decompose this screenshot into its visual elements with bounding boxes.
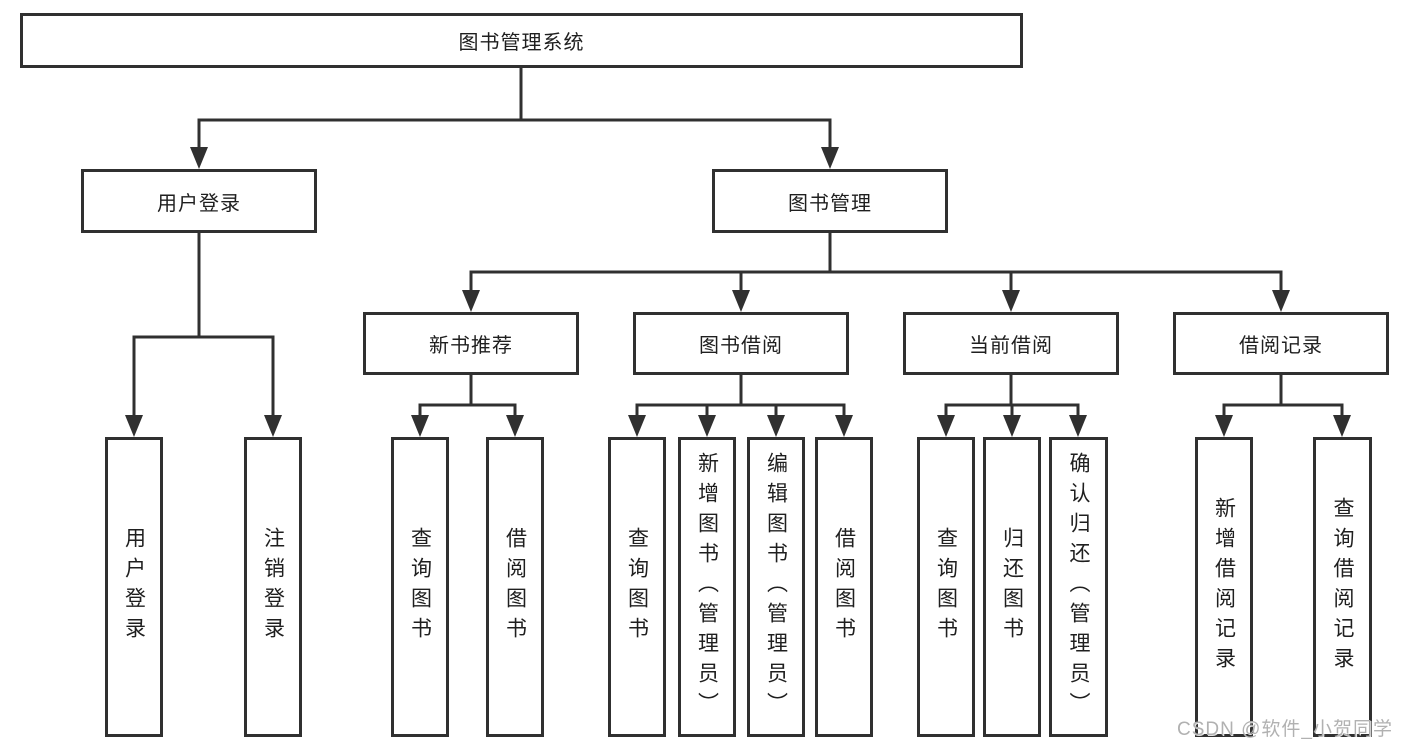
node-new-book-rec: 新书推荐 <box>363 312 579 375</box>
node-add-book-label: 新增图书（管理员） <box>695 452 719 722</box>
node-root: 图书管理系统 <box>20 13 1023 68</box>
arrowhead-down-icon <box>1215 415 1233 437</box>
arrowhead-down-icon <box>462 290 480 312</box>
edge-user-login-to-children <box>132 233 275 417</box>
arrowhead-down-icon <box>1002 290 1020 312</box>
node-current-borrow-label: 当前借阅 <box>969 335 1053 357</box>
arrowhead-down-icon <box>506 415 524 437</box>
node-current-query-book: 查询图书 <box>917 437 975 737</box>
node-current-borrow: 当前借阅 <box>903 312 1119 375</box>
arrowhead-down-icon <box>1003 415 1021 437</box>
node-logout-label: 注销登录 <box>261 527 285 647</box>
node-borrow-borrow-book-label: 借阅图书 <box>832 527 856 647</box>
node-borrow-borrow-book: 借阅图书 <box>815 437 873 737</box>
node-confirm-return: 确认归还（管理员） <box>1049 437 1108 737</box>
arrowhead-down-icon <box>1333 415 1351 437</box>
node-user-login: 用户登录 <box>81 169 317 233</box>
node-rec-query-book-label: 查询图书 <box>408 527 432 647</box>
node-return-book: 归还图书 <box>983 437 1041 737</box>
node-borrow-query-book: 查询图书 <box>608 437 666 737</box>
edge-book-mgmt-to-level3 <box>469 233 1283 292</box>
arrowhead-down-icon <box>698 415 716 437</box>
edge-root-to-level2 <box>197 68 832 149</box>
arrowhead-down-icon <box>821 147 839 169</box>
node-rec-borrow-book-label: 借阅图书 <box>503 527 527 647</box>
node-query-borrow-record-label: 查询借阅记录 <box>1331 497 1354 677</box>
edge-current-borrow-to-children <box>944 375 1080 417</box>
arrowhead-down-icon <box>1272 290 1290 312</box>
arrowhead-down-icon <box>732 290 750 312</box>
node-book-mgmt-label: 图书管理 <box>788 192 872 215</box>
edge-new-book-rec-to-children <box>418 375 517 417</box>
arrowhead-down-icon <box>411 415 429 437</box>
edge-book-borrow-to-children <box>635 375 846 417</box>
node-rec-borrow-book: 借阅图书 <box>486 437 544 737</box>
node-login-label: 用户登录 <box>122 527 146 647</box>
csdn-watermark: CSDN @软件_小贺同学 <box>1177 719 1393 740</box>
node-add-borrow-record: 新增借阅记录 <box>1195 437 1253 737</box>
node-book-mgmt: 图书管理 <box>712 169 948 233</box>
node-add-borrow-record-label: 新增借阅记录 <box>1212 497 1236 677</box>
node-rec-query-book: 查询图书 <box>391 437 449 737</box>
arrowhead-down-icon <box>125 415 143 437</box>
arrowhead-down-icon <box>264 415 282 437</box>
node-book-borrow: 图书借阅 <box>633 312 849 375</box>
arrowhead-down-icon <box>628 415 646 437</box>
node-add-book: 新增图书（管理员） <box>678 437 736 737</box>
node-borrow-records: 借阅记录 <box>1173 312 1389 375</box>
node-return-book-label: 归还图书 <box>1000 527 1024 647</box>
node-logout: 注销登录 <box>244 437 302 737</box>
node-user-login-label: 用户登录 <box>157 192 241 215</box>
arrowhead-down-icon <box>190 147 208 169</box>
node-confirm-return-label: 确认归还（管理员） <box>1067 452 1090 722</box>
arrowhead-down-icon <box>767 415 785 437</box>
edge-borrow-records-to-children <box>1222 375 1344 417</box>
node-current-query-book-label: 查询图书 <box>934 527 958 647</box>
arrowhead-down-icon <box>1069 415 1087 437</box>
node-borrow-records-label: 借阅记录 <box>1239 335 1323 357</box>
arrowhead-down-icon <box>937 415 955 437</box>
node-edit-book-label: 编辑图书（管理员） <box>764 452 788 722</box>
node-root-label: 图书管理系统 <box>458 32 585 54</box>
node-book-borrow-label: 图书借阅 <box>699 335 783 357</box>
node-query-borrow-record: 查询借阅记录 <box>1313 437 1372 737</box>
node-edit-book: 编辑图书（管理员） <box>747 437 805 737</box>
arrowhead-down-icon <box>835 415 853 437</box>
node-new-book-rec-label: 新书推荐 <box>429 335 513 357</box>
node-borrow-query-book-label: 查询图书 <box>625 527 649 647</box>
node-login: 用户登录 <box>105 437 163 737</box>
